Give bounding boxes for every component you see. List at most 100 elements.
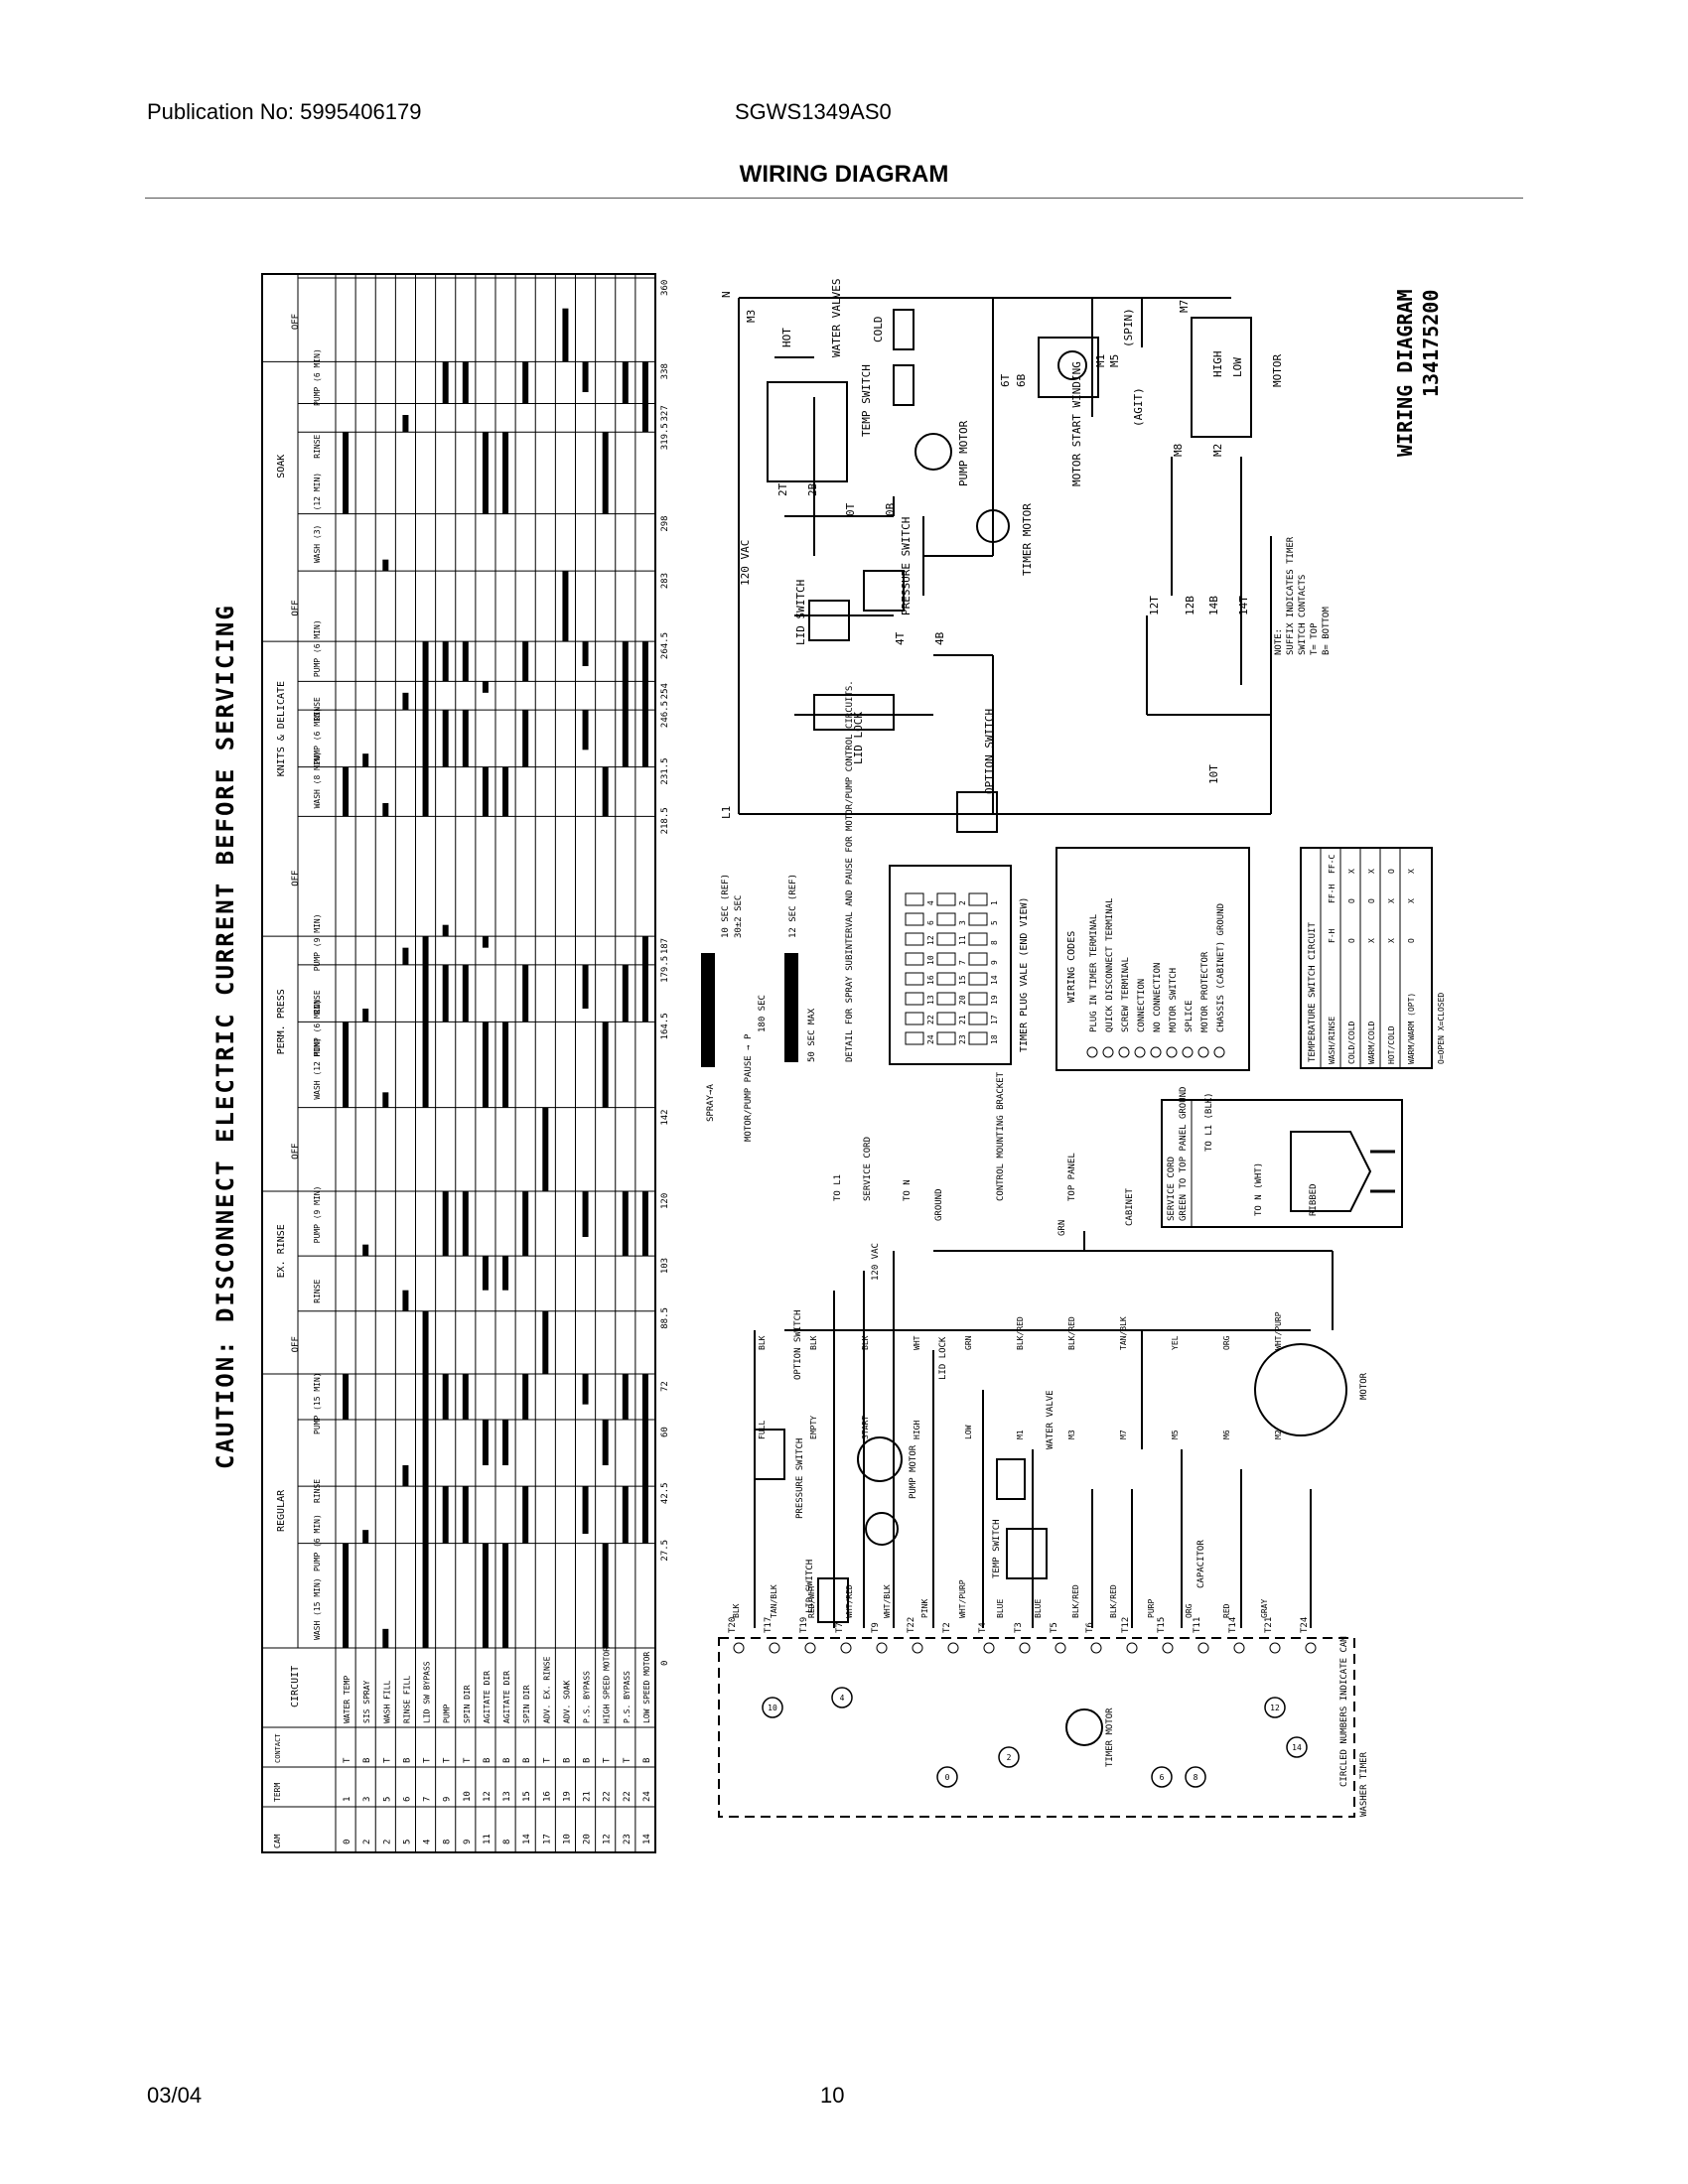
plug-pin <box>936 1012 956 1025</box>
contact-14b: 14B <box>1207 596 1220 615</box>
plug-shape <box>1290 1131 1372 1212</box>
gnd-label-2: TO N <box>903 1179 913 1201</box>
circuit-cam: 20 <box>583 1834 593 1844</box>
temp-table-cell: WASH/RINSE <box>1328 1017 1336 1064</box>
ladder-terminal: T17 <box>764 1617 774 1633</box>
degree-label: 327 <box>660 405 670 421</box>
timer-contact-bar <box>522 641 529 682</box>
timer-chart-grid <box>262 274 656 1852</box>
ladder-terminal-dot <box>912 1642 923 1654</box>
plug-pin-number: 21 <box>958 1015 967 1024</box>
circuit-contact: T <box>382 1757 392 1763</box>
timer-contact-bar <box>641 1374 648 1544</box>
gnd-label-8: GRN <box>1057 1220 1067 1236</box>
temp-table-cell: X <box>1387 898 1396 903</box>
timer-contact-bar <box>382 559 389 572</box>
timer-plug-body <box>889 865 1012 1065</box>
ladder-wire-tag: START <box>861 1416 870 1439</box>
ladder-wire-tag: LOW <box>964 1425 973 1439</box>
timer-contact-bar <box>522 1191 529 1257</box>
ladder-component: PUMP MOTOR <box>909 1444 918 1499</box>
timer-contact-bar <box>502 1022 509 1108</box>
timer-contact-bar <box>442 710 449 767</box>
degree-label: 103 <box>660 1258 670 1274</box>
circuit-contact: B <box>522 1758 532 1763</box>
timer-contact-bar <box>522 964 529 1023</box>
ladder-terminal-dot <box>769 1642 780 1654</box>
ladder-diagram <box>718 1251 1355 1818</box>
temp-table-cell: O <box>1387 869 1396 874</box>
plug-pin <box>968 992 988 1006</box>
circuit-cam: 2 <box>382 1840 392 1844</box>
ladder-wire-tag: ORG <box>1222 1335 1231 1350</box>
timer-contact-bar <box>442 1191 449 1257</box>
cam-circle <box>998 1746 1020 1768</box>
timer-contact-bar <box>422 641 429 817</box>
cycle-name: REGULAR <box>276 1489 287 1532</box>
wiring-code-item: MOTOR PROTECTOR <box>1200 951 1210 1032</box>
contact-12t: 12T <box>1148 596 1161 615</box>
circuit-header: CIRCUIT <box>290 1666 301 1707</box>
plug-pin-number: 23 <box>958 1034 967 1044</box>
timer-contact-bar <box>602 432 609 514</box>
wiring-code-symbol <box>1213 1046 1225 1058</box>
circuit-name: SIS SPRAY <box>362 1680 371 1723</box>
ladder-wire-color: TAN/BLK <box>770 1584 778 1618</box>
cam-number: 8 <box>1194 1773 1198 1782</box>
ladder-wire-tag: EMPTY <box>809 1416 818 1439</box>
main-schematic-labels: 120 VAC L1 N LID SWITCH LID LOCK OPTION … <box>720 279 1284 819</box>
degree-label: 246.5 <box>660 701 670 728</box>
spray-caption: DETAIL FOR SPRAY SUBINTERVAL AND PAUSE F… <box>845 680 855 1062</box>
circuit-cam: 2 <box>362 1840 372 1844</box>
timer-contact-bar <box>622 641 629 767</box>
circuit-contact: B <box>562 1758 572 1763</box>
wiring-code-symbol <box>1134 1046 1146 1058</box>
ladder-terminal: T7 <box>835 1622 845 1633</box>
ladder-wire-color: WHT/RED <box>845 1584 854 1618</box>
plug-pin-number: 8 <box>990 940 999 945</box>
gnd-label-0: SERVICE CORD <box>863 1137 873 1201</box>
contact-6b: 6B <box>1015 373 1028 387</box>
ladder-wire-tag: M7 <box>1119 1430 1128 1439</box>
ladder-wire-color: RED/WHT <box>807 1584 816 1618</box>
plug-pin <box>936 1031 956 1045</box>
circuit-term: 1 <box>343 1797 352 1802</box>
cam-header: CAM <box>273 1834 282 1848</box>
plug-pin-number: 9 <box>990 960 999 965</box>
timer-contact-bar <box>462 641 469 682</box>
gnd-label-5: CONTROL MOUNTING BRACKET <box>996 1071 1006 1201</box>
timer-contact-bar <box>582 361 589 392</box>
service-cord-label-0: TO L1 (BLK) <box>1204 1092 1214 1152</box>
ladder-wire-tag: TAN/BLK <box>1119 1316 1128 1350</box>
water-valves-label: WATER VALVES <box>830 279 843 357</box>
service-cord-label-2: RIBBED <box>1309 1183 1319 1216</box>
cam-circle <box>831 1687 853 1708</box>
wiring-code-symbol <box>1150 1046 1162 1058</box>
circuit-name: P.S. BYPASS <box>583 1671 592 1723</box>
timer-contact-bar <box>482 766 489 817</box>
cycle-step: PUMP (6 MIN) <box>313 348 322 406</box>
degree-label: 319.5 <box>660 423 670 450</box>
cycle-name: KNITS & DELICATE <box>276 681 287 776</box>
ladder-terminal-dot <box>1055 1642 1066 1654</box>
ladder-terminal: T5 <box>1050 1622 1059 1633</box>
cam-circle <box>1264 1697 1286 1718</box>
temp-table-cell: O <box>1407 938 1416 943</box>
plug-pin <box>905 932 924 946</box>
circuit-name: SPIN DIR <box>522 1685 531 1723</box>
timer-contact-bar <box>582 1191 589 1237</box>
plug-pin <box>905 892 924 906</box>
circuit-term: 9 <box>443 1797 453 1802</box>
gnd-label-1: TO L1 <box>833 1174 843 1201</box>
degree-label: 218.5 <box>660 807 670 834</box>
timer-contact-bar <box>582 1486 589 1534</box>
ladder-wire-tag: M3 <box>1067 1430 1076 1439</box>
service-cord-detail: SERVICE CORD GREEN TO TOP PANEL GROUND T… <box>1161 1087 1403 1228</box>
spray-bar <box>701 953 715 1067</box>
degree-label: 231.5 <box>660 757 670 784</box>
ladder-terminal-dot <box>1019 1642 1031 1654</box>
service-cord-label-1: TO N (WHT) <box>1254 1162 1264 1216</box>
